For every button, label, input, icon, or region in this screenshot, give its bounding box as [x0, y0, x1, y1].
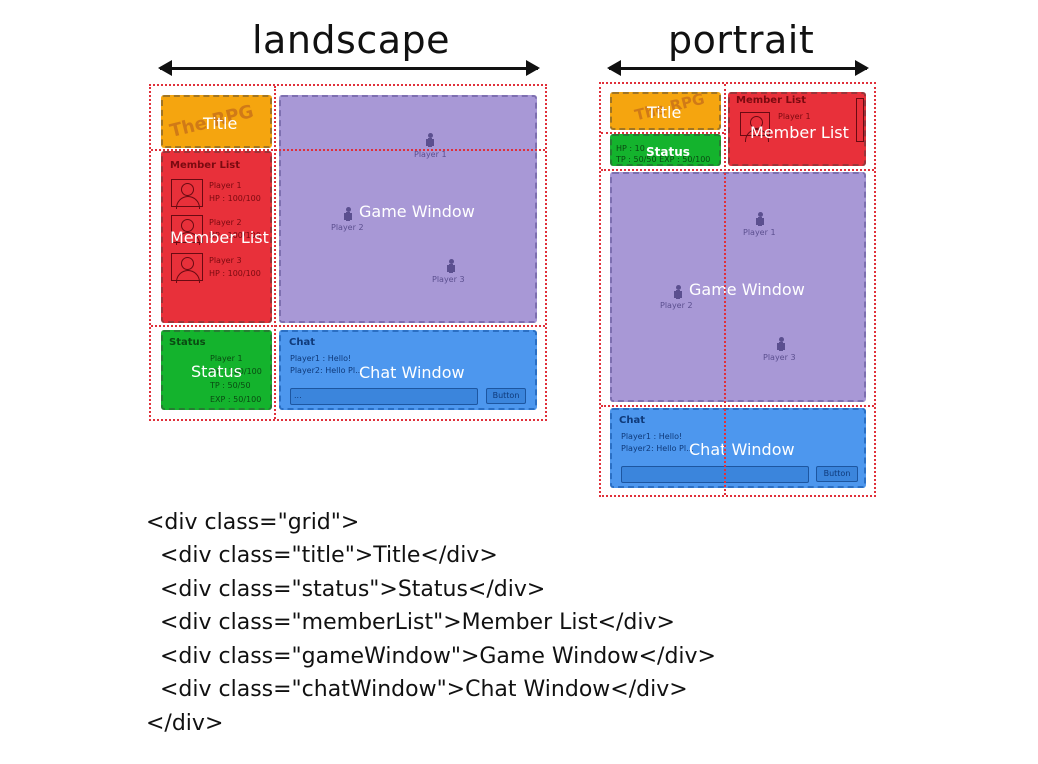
code-line: <div class="status">Status</div>: [146, 577, 546, 602]
portrait-member-list-label: Member List: [750, 123, 849, 142]
avatar-icon: [171, 215, 203, 245]
code-line: </div>: [146, 711, 224, 736]
game-player-label: Player 3: [432, 275, 465, 284]
member-hp: HP : 100/100: [209, 269, 261, 278]
player-figure-icon: [776, 337, 786, 351]
portrait-chat-panel: Chat Player1 : Hello! Player2: Hello Pl.…: [610, 408, 866, 488]
member-list-scrollbar[interactable]: [856, 98, 864, 142]
code-line: <div class="grid">: [146, 510, 360, 535]
landscape-grid-line-vertical: [274, 86, 276, 419]
portrait-chat-button[interactable]: Button: [816, 466, 858, 482]
chat-line: Player1 : Hello!: [290, 354, 352, 363]
chat-line: Player2: Hello Pl...: [290, 366, 363, 375]
landscape-chat-label: Chat Window: [359, 363, 465, 382]
member-name: Player 2: [209, 218, 242, 227]
landscape-grid-line-horizontal: [151, 149, 545, 151]
chat-input-value: ...: [294, 391, 302, 400]
code-line: <div class="memberList">Member List</div…: [146, 610, 675, 635]
status-line: HP : 100/100: [210, 367, 262, 376]
player-figure-icon: [425, 133, 435, 147]
member-hp: HP : 100/100: [209, 194, 261, 203]
portrait-width-arrow: [607, 60, 869, 76]
landscape-status-panel: Status Player 1 HP : 100/100 TP : 50/50 …: [161, 330, 272, 410]
avatar-icon: [740, 112, 770, 142]
game-player-label: Player 3: [763, 353, 796, 362]
game-player-label: Player 2: [660, 301, 693, 310]
landscape-status-label: Status: [191, 362, 242, 381]
landscape-chat-header: Chat: [289, 337, 315, 348]
player-figure-icon: [343, 207, 353, 221]
portrait-title-label: Title: [647, 103, 682, 122]
status-line: Player 1: [210, 354, 243, 363]
code-line: <div class="chatWindow">Chat Window</div…: [146, 677, 688, 702]
portrait-chat-input[interactable]: [621, 466, 809, 483]
landscape-chat-input[interactable]: ...: [290, 388, 478, 405]
landscape-game-window-panel: Player 1 Player 2 Player 3 Game Window: [279, 95, 537, 323]
avatar-icon: [171, 253, 203, 283]
landscape-status-header: Status: [169, 337, 206, 348]
landscape-game-window-label: Game Window: [359, 202, 475, 221]
portrait-status-label: Status: [646, 145, 690, 159]
portrait-game-window-label: Game Window: [689, 280, 805, 299]
portrait-grid-frame: [599, 82, 876, 497]
status-line: TP : 50/50 EXP : 50/100: [616, 155, 711, 164]
game-player-label: Player 2: [331, 223, 364, 232]
portrait-title-panel: The RPG Title: [610, 90, 721, 130]
portrait-chat-label: Chat Window: [689, 440, 795, 459]
game-player-label: Player 1: [743, 228, 776, 237]
portrait-grid-line-horizontal: [601, 169, 874, 171]
game-player-label: Player 1: [414, 150, 447, 159]
portrait-status-panel: HP : 10 TP : 50/50 EXP : 50/100 Status: [610, 134, 721, 166]
status-line: EXP : 50/100: [210, 395, 262, 404]
landscape-title-panel: The RPG Title: [161, 95, 272, 148]
chat-line: Player1 : Hello!: [621, 432, 683, 441]
chat-line: Player2: Hello Pl...: [621, 444, 694, 453]
portrait-chat-header: Chat: [619, 415, 645, 426]
landscape-heading: landscape: [252, 18, 451, 62]
landscape-title-label: Title: [203, 114, 238, 133]
code-line: <div class="title">Title</div>: [146, 543, 498, 568]
player-figure-icon: [755, 212, 765, 226]
player-figure-icon: [446, 259, 456, 273]
status-line: TP : 50/50: [210, 381, 251, 390]
portrait-heading: portrait: [668, 18, 815, 62]
member-name: Player 1: [209, 181, 242, 190]
status-line: HP : 10: [616, 144, 645, 153]
portrait-member-list-header: Member List: [736, 95, 807, 106]
member-hp: HP : 100/100: [209, 231, 261, 240]
code-line: <div class="gameWindow">Game Window</div…: [146, 644, 716, 669]
member-name: Player 3: [209, 256, 242, 265]
landscape-grid-frame: [149, 84, 547, 421]
portrait-grid-line-horizontal: [601, 132, 724, 134]
landscape-member-list-label: Member List: [170, 228, 269, 247]
portrait-game-window-panel: Player 1 Player 2 Player 3 Game Window: [610, 172, 866, 402]
portrait-member-list-panel: Member List Player 1 Member List: [728, 92, 866, 166]
landscape-member-list-panel: Member List Player 1 HP : 100/100 Player…: [161, 151, 272, 323]
player-figure-icon: [673, 285, 683, 299]
landscape-grid-line-horizontal: [151, 325, 545, 327]
landscape-chat-panel: Chat Player1 : Hello! Player2: Hello Pl.…: [279, 330, 537, 410]
portrait-grid-line-vertical: [724, 84, 726, 495]
landscape-member-list-header: Member List: [170, 160, 241, 171]
member-name: Player 1: [778, 112, 811, 121]
landscape-width-arrow: [158, 60, 540, 76]
portrait-grid-line-horizontal: [601, 405, 874, 407]
landscape-chat-button[interactable]: Button: [486, 388, 526, 404]
avatar-icon: [171, 179, 203, 209]
